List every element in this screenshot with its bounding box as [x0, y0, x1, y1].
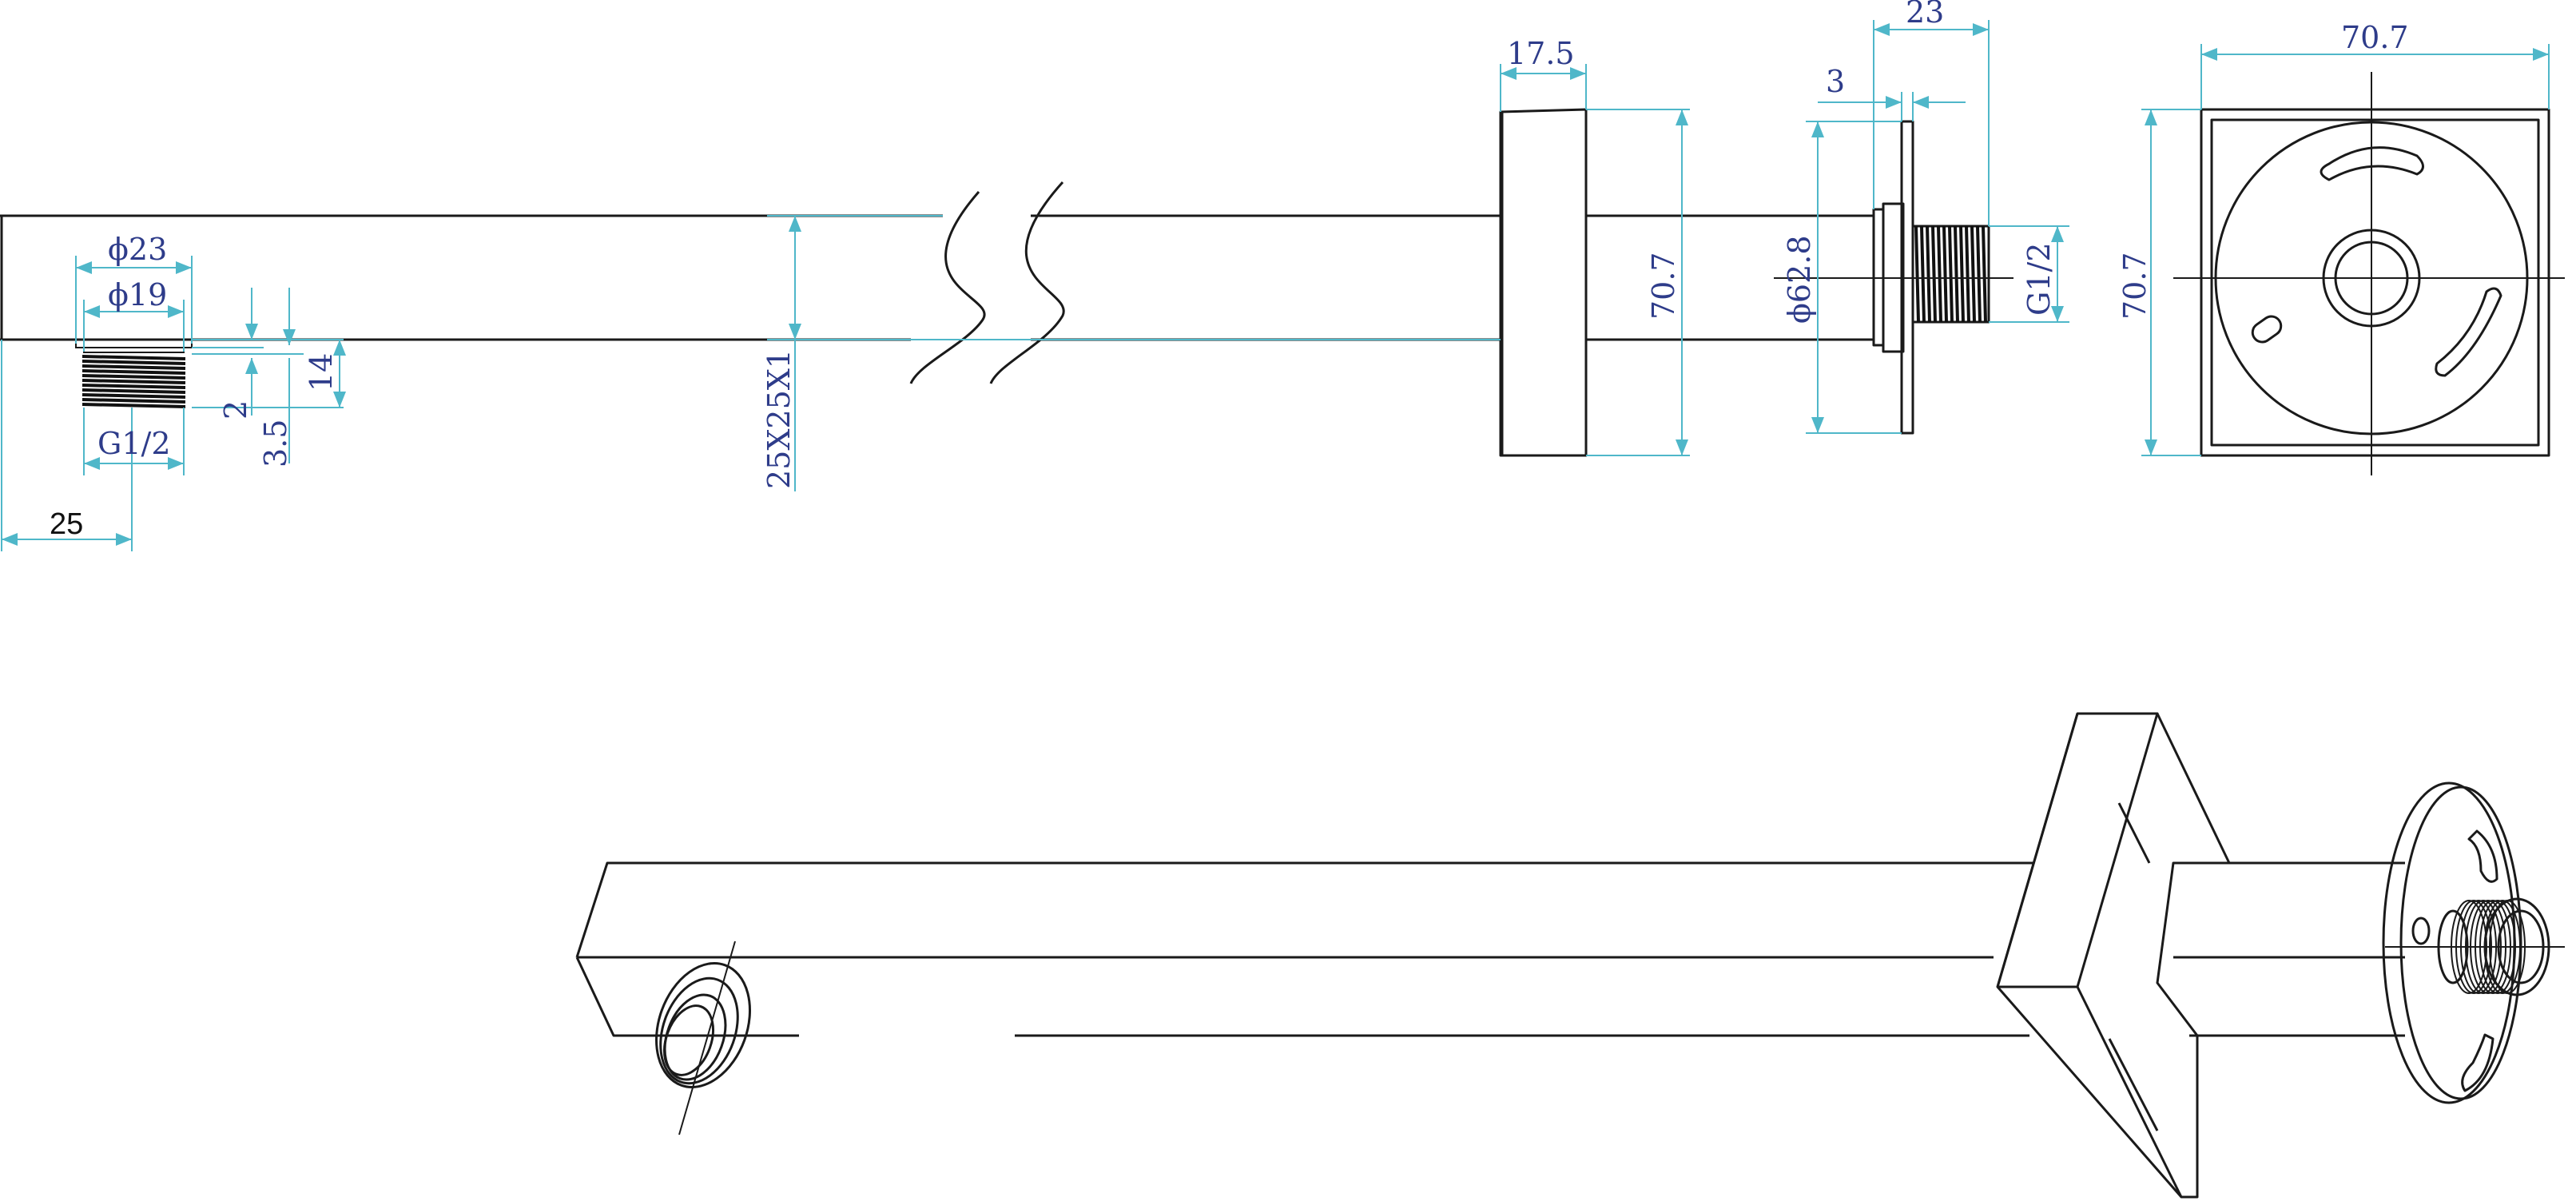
dim-phi23: ϕ23 [108, 232, 167, 267]
iso-outlet-nut [655, 941, 751, 1135]
outlet-thread [75, 339, 193, 408]
dim-3-5: 3.5 [258, 420, 293, 467]
break-symbol [909, 181, 1065, 384]
wall-flange-side [1774, 120, 2013, 435]
dim-tube-size: 25X25X1 [761, 349, 797, 489]
dim-2: 2 [218, 400, 253, 420]
dim-14: 14 [304, 353, 339, 392]
square-cover-side [1499, 108, 1588, 457]
front-view: 70.7 70.7 [2117, 20, 2565, 475]
outlet-thread-teeth [81, 355, 186, 408]
dimension-lines-front [2141, 44, 2550, 456]
dim-g12-right: G1/2 [2021, 242, 2057, 316]
dim-70-7-front-height: 70.7 [2117, 252, 2153, 320]
dim-phi62-8: ϕ62.8 [1782, 235, 1817, 324]
inlet-thread-teeth [1914, 225, 1987, 323]
dimension-texts-side: ϕ23 ϕ19 G1/2 25 2 3.5 14 25X25X1 17.5 70… [50, 0, 2057, 541]
iso-wall-flange [2382, 781, 2565, 1104]
isometric-view [575, 712, 2565, 1199]
dim-25: 25 [50, 507, 83, 541]
dim-17-5: 17.5 [1507, 36, 1575, 71]
dim-phi19: ϕ19 [108, 277, 167, 312]
dim-70-7-side: 70.7 [1646, 252, 1681, 320]
dimension-lines-side [1, 20, 2069, 551]
side-view: ϕ23 ϕ19 G1/2 25 2 3.5 14 25X25X1 17.5 70… [0, 0, 2069, 551]
arm-tube-right [1031, 214, 1874, 341]
dim-g12-left: G1/2 [97, 426, 171, 461]
dim-23: 23 [1906, 0, 1944, 30]
dim-70-7-front-width: 70.7 [2341, 20, 2409, 55]
dim-3: 3 [1826, 64, 1845, 99]
